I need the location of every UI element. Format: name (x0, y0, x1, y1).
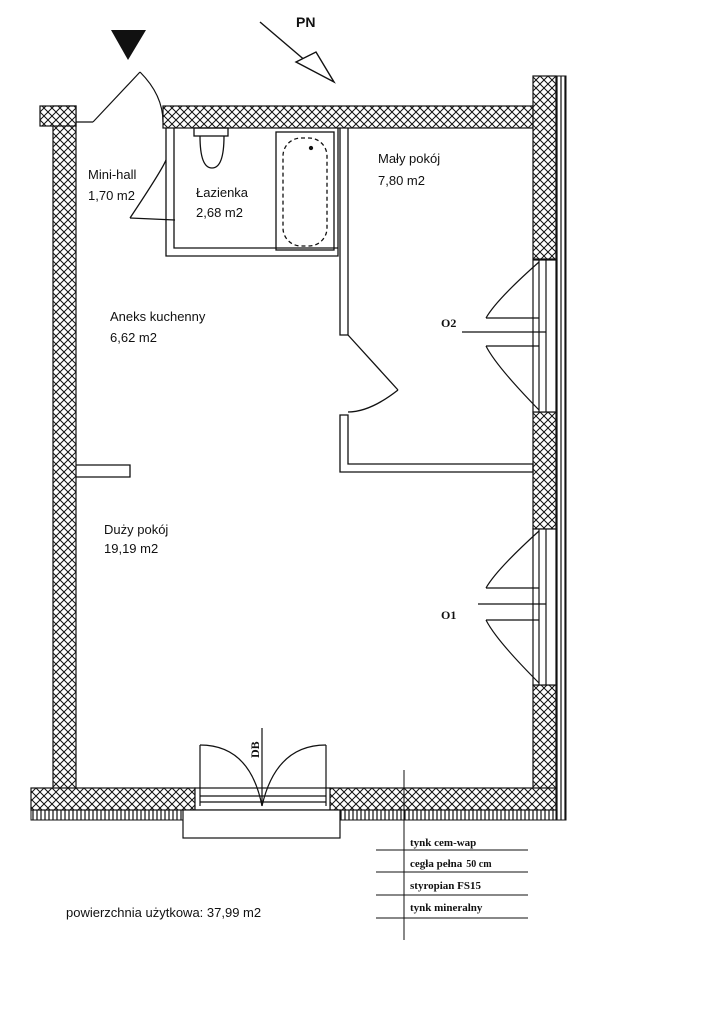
balcony-door-label: DB (248, 741, 262, 758)
minihall-name: Mini-hall (88, 167, 137, 182)
interior-walls (76, 127, 534, 478)
window-o1 (478, 528, 557, 686)
legend-layer-2-size: 50 cm (466, 859, 492, 870)
usable-area-summary: powierzchnia użytkowa: 37,99 m2 (66, 905, 261, 920)
north-label: PN (296, 14, 315, 30)
kitchen-name: Aneks kuchenny (110, 309, 206, 324)
small-room-name: Mały pokój (378, 151, 440, 166)
bathroom-area: 2,68 m2 (196, 205, 243, 220)
legend-layer-3: styropian FS15 (410, 880, 482, 892)
window-o2 (462, 259, 557, 413)
large-room-name: Duży pokój (104, 522, 168, 537)
legend-lines (376, 770, 528, 940)
minihall-area: 1,70 m2 (88, 188, 135, 203)
window-o1-label: O1 (441, 608, 456, 622)
window-o2-label: O2 (441, 316, 456, 330)
exterior-walls (30, 75, 557, 811)
small-room-area: 7,80 m2 (378, 173, 425, 188)
large-room-area: 19,19 m2 (104, 541, 158, 556)
bathroom-name: Łazienka (196, 185, 249, 200)
legend-layer-1: tynk cem-wap (410, 837, 476, 849)
entrance-door (76, 71, 164, 123)
legend-layer-2-main: cegła pełna (410, 858, 463, 870)
kitchen-area: 6,62 m2 (110, 330, 157, 345)
north-arrow-icon (259, 21, 336, 84)
balcony-door (182, 728, 341, 839)
entrance-arrow-icon (111, 30, 146, 60)
legend-layer-4: tynk mineralny (410, 902, 483, 914)
